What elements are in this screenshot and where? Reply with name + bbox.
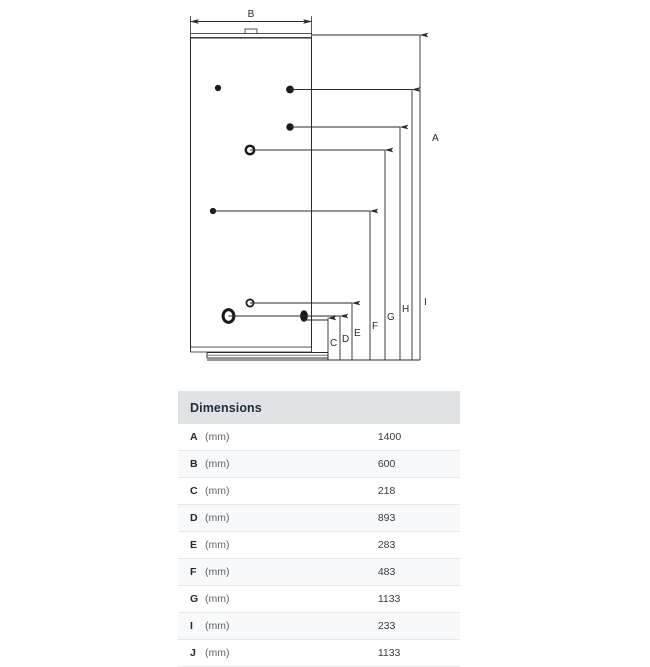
dimension-value: 483 xyxy=(377,566,396,578)
dimension-key: E xyxy=(190,539,198,551)
table-row: F (mm) 483 xyxy=(178,558,460,586)
dimension-value: 1133 xyxy=(377,593,401,605)
dimension-key: J xyxy=(190,647,196,659)
dimension-key-cell: G (mm) xyxy=(178,585,324,613)
dimension-key-cell: D (mm) xyxy=(178,504,324,532)
vertical-dimension-labels-group: C D E F G H I A xyxy=(330,133,439,349)
dimension-key-cell: F (mm) xyxy=(178,558,324,586)
dimension-key-cell: A (mm) xyxy=(178,424,324,451)
dimension-key-cell: C (mm) xyxy=(178,477,324,505)
dimension-label-g: G xyxy=(387,312,395,323)
dimension-unit: (mm) xyxy=(205,485,230,497)
dimension-value-cell: 483 xyxy=(323,558,460,586)
dimension-value: 283 xyxy=(377,539,396,551)
dimension-label-d: D xyxy=(342,334,349,345)
leader-lines-group xyxy=(207,34,420,361)
dimension-label-b: B xyxy=(248,9,255,20)
dimension-unit: (mm) xyxy=(205,512,230,524)
dimension-key-cell: E (mm) xyxy=(178,531,324,559)
dimension-unit: (mm) xyxy=(205,593,230,605)
dimension-label-c: C xyxy=(330,338,337,349)
table-row: B (mm) 600 xyxy=(178,450,460,478)
table-row: A (mm) 1400 xyxy=(178,424,460,451)
dimension-value-cell: 218 xyxy=(323,477,460,505)
cylinder-technical-drawing: B xyxy=(189,9,439,361)
dimension-unit: (mm) xyxy=(205,620,230,632)
dimension-key: G xyxy=(190,593,199,605)
dimension-value-cell: 1133 xyxy=(323,639,460,667)
dimension-value: 233 xyxy=(377,620,396,632)
dimension-unit: (mm) xyxy=(205,431,230,443)
table-row: C (mm) 218 xyxy=(178,477,460,505)
dimension-value-cell: 233 xyxy=(323,612,460,640)
dimension-label-i: I xyxy=(424,297,427,308)
dimension-label-e: E xyxy=(354,328,361,339)
dimension-value-cell: 1400 xyxy=(323,424,460,451)
dimension-key-cell: B (mm) xyxy=(178,450,324,478)
table-row: E (mm) 283 xyxy=(178,531,460,559)
dimension-value: 1400 xyxy=(377,431,402,443)
table-row: J (mm) 1133 xyxy=(178,639,460,667)
dimension-value-cell: 893 xyxy=(323,504,460,532)
dimension-label-a: A xyxy=(432,133,439,144)
dimension-key: I xyxy=(190,620,193,632)
dimension-unit: (mm) xyxy=(205,647,230,659)
dimension-key: D xyxy=(190,512,198,524)
vertical-dimension-lines-group xyxy=(327,32,429,360)
dimension-unit: (mm) xyxy=(205,566,230,578)
dimension-key-cell: J (mm) xyxy=(178,639,324,667)
dimension-value: 893 xyxy=(377,512,396,524)
dimension-value: 218 xyxy=(377,485,396,497)
dimension-key-cell: I (mm) xyxy=(178,612,324,640)
dimension-key: F xyxy=(190,566,197,578)
table-row: I (mm) 233 xyxy=(178,612,460,640)
dimension-label-f: F xyxy=(372,321,378,332)
dimension-value: 600 xyxy=(377,458,396,470)
table-row: G (mm) 1133 xyxy=(178,585,460,613)
cylinder-body-group xyxy=(190,28,329,359)
dimension-value-cell: 283 xyxy=(323,531,460,559)
dimension-value-cell: 1133 xyxy=(323,585,460,613)
dimension-key: C xyxy=(190,485,198,497)
top-lid-plate xyxy=(190,33,312,38)
dimension-unit: (mm) xyxy=(205,539,230,551)
dimension-value-cell: 600 xyxy=(323,450,460,478)
dimension-label-h: H xyxy=(402,304,409,315)
port-small-upper-left xyxy=(214,84,222,92)
technical-drawing-panel: B xyxy=(189,9,439,361)
bottom-plate xyxy=(190,346,312,353)
table-row: D (mm) 893 xyxy=(178,504,460,532)
dimensions-table-title: Dimensions xyxy=(178,391,460,424)
dimension-value: 1133 xyxy=(377,647,401,659)
dimension-unit: (mm) xyxy=(205,458,230,470)
dimension-key: A xyxy=(190,431,198,443)
dimension-key: B xyxy=(190,458,198,470)
